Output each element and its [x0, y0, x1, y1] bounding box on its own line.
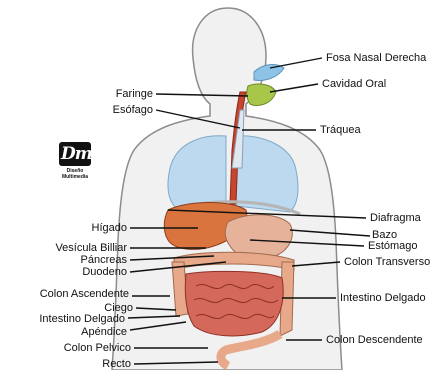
label-duodeno: Duodeno — [82, 266, 127, 278]
label-pancreas: Páncreas — [81, 254, 127, 266]
label-estomago: Estómago — [368, 240, 418, 252]
label-apendice: Apéndice — [81, 326, 127, 338]
label-colon-transverso: Colon Transverso — [344, 256, 430, 268]
label-fosa-nasal-derecha: Fosa Nasal Derecha — [326, 52, 426, 64]
label-colon-ascendente: Colon Ascendente — [40, 288, 129, 300]
logo-initials: Dm — [61, 143, 92, 165]
label-colon-descendente: Colon Descendente — [326, 334, 423, 346]
label-traquea: Tráquea — [320, 124, 361, 136]
label-cavidad-oral: Cavidad Oral — [322, 78, 386, 90]
label-faringe: Faringe — [116, 88, 153, 100]
small-intestine — [185, 271, 283, 336]
brand-logo: Dm Diseño Multimedia — [56, 142, 94, 184]
logo-line-2: Multimedia — [56, 174, 94, 180]
label-colon-pelvico: Colon Pelvico — [64, 342, 131, 354]
label-intestino-delgado-left: Intestino Delgado — [39, 313, 125, 325]
label-esofago: Esófago — [113, 104, 153, 116]
label-recto: Recto — [102, 358, 131, 370]
label-intestino-delgado-right: Intestino Delgado — [340, 292, 426, 304]
label-diafragma: Diafragma — [370, 212, 421, 224]
label-higado: Hígado — [92, 222, 127, 234]
label-vesicula-biliar: Vesícula Billiar — [55, 242, 127, 254]
oral-cavity — [247, 84, 276, 106]
logo-mark: Dm — [59, 142, 91, 166]
